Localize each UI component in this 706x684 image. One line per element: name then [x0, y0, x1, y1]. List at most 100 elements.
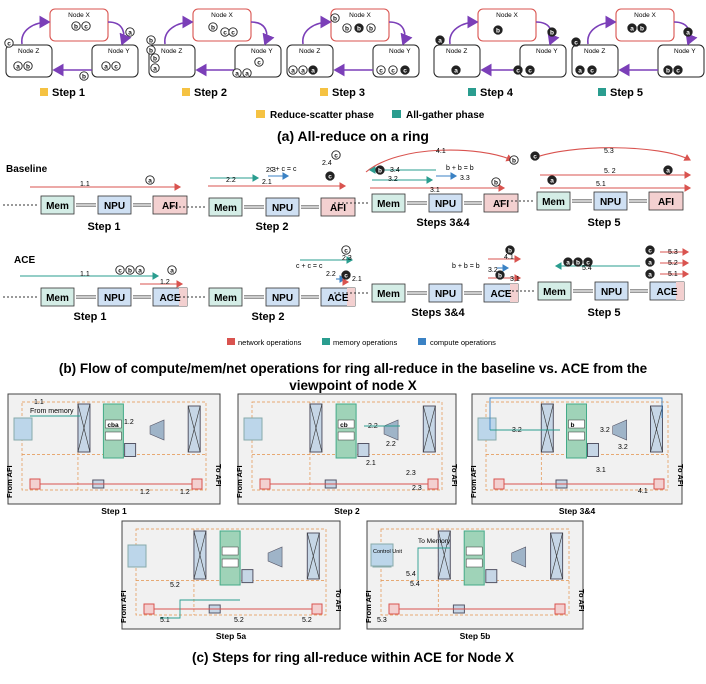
- afi-in-port: [259, 478, 271, 490]
- alu-block: [267, 546, 283, 568]
- expr-label: c + c = c: [270, 166, 297, 173]
- chunk-label: a: [104, 63, 108, 70]
- step-label-1: Step 1: [52, 87, 85, 99]
- ace-step-label: Step 1: [73, 311, 106, 323]
- npu-block: [594, 281, 629, 301]
- chunk-chip: [208, 22, 218, 32]
- ace-block-afi-part: [510, 284, 518, 302]
- op-label: 2.1: [352, 276, 362, 283]
- expr-label: b + b = b: [452, 263, 480, 270]
- chunk-chip: [571, 37, 581, 47]
- chunk-label: a: [578, 67, 582, 74]
- op-label: 3.2: [388, 176, 398, 183]
- from-afi-label: From AFI: [469, 465, 478, 498]
- chunk-chip: [513, 65, 523, 75]
- afi-out-port: [554, 603, 566, 615]
- chunk-label: c: [590, 67, 594, 74]
- ace-label: ACE: [14, 255, 35, 266]
- chunk-chip: [683, 27, 693, 37]
- mem-label: Mem: [377, 199, 400, 210]
- chunk-label: c: [84, 23, 88, 30]
- dashed-bus: [251, 401, 443, 491]
- buffer-slot: [105, 431, 122, 441]
- step-op-label: 2.2: [386, 441, 396, 448]
- control-unit-label: Control Unit: [373, 549, 403, 555]
- mem-label: Mem: [46, 201, 69, 212]
- chunk-label: b: [153, 55, 157, 62]
- mem-block: [371, 193, 406, 213]
- ring-arrow-xy: [250, 21, 275, 46]
- npu-block: [265, 287, 300, 307]
- caption-b-line2: viewpoint of node X: [289, 378, 417, 393]
- afi-in-port: [29, 478, 41, 490]
- chunk-chip: [308, 65, 318, 75]
- buffer-content: cb: [340, 422, 348, 429]
- chunk-label: a: [311, 67, 315, 74]
- buffer-slot: [568, 419, 585, 429]
- chunk-label: c: [231, 29, 235, 36]
- chunk-label: b: [149, 37, 153, 44]
- chunk-chip: [547, 27, 557, 37]
- chunk-chip: [366, 23, 376, 33]
- mem-label: Mem: [543, 287, 566, 298]
- panel-title: Step 5b: [460, 631, 491, 641]
- op-label: 5. 2: [604, 168, 616, 175]
- memory-port-block: [243, 417, 263, 441]
- chunk-chip: [341, 245, 351, 255]
- chunk-label: a: [235, 70, 239, 77]
- panel-title: Step 3&4: [559, 506, 596, 516]
- node-y-label: Node Y: [389, 48, 411, 55]
- reduce-scatter-legend: Reduce-scatter phase: [270, 110, 374, 121]
- switch-x: [650, 405, 663, 453]
- network-swatch: [227, 338, 235, 345]
- afi-out-port: [427, 478, 439, 490]
- npu-label: NPU: [272, 203, 293, 214]
- step-label-2: Step 2: [194, 87, 227, 99]
- chunk-chip: [663, 165, 673, 175]
- chunk-chip: [146, 35, 156, 45]
- alu-block: [149, 419, 165, 441]
- small-switch: [124, 443, 137, 457]
- buffer-slot: [221, 558, 239, 568]
- chunk-chip: [125, 265, 135, 275]
- mem-label: Mem: [214, 293, 237, 304]
- buffer-block: [102, 403, 124, 459]
- compute-path: [489, 397, 663, 430]
- step-op-label: 1.2: [140, 489, 150, 496]
- chunk-label: a: [148, 177, 152, 184]
- op-label: 5.4: [582, 265, 592, 272]
- op-label: 2.4: [322, 160, 332, 167]
- afi-block: [648, 191, 684, 211]
- chunk-chip: [101, 61, 111, 71]
- ace-step-label: Step 2: [251, 311, 284, 323]
- chunk-chip: [663, 65, 673, 75]
- node-z-box: [148, 44, 196, 78]
- chunk-chip: [341, 270, 351, 280]
- caption-b-line1: (b) Flow of compute/mem/net operations f…: [59, 361, 648, 376]
- chunk-label: b: [333, 15, 337, 22]
- step-op-label: 2.3: [406, 470, 416, 477]
- switch-x: [550, 532, 563, 580]
- chunk-chip: [115, 265, 125, 275]
- op-label: 5.3: [604, 148, 614, 155]
- mem-path: [160, 599, 240, 619]
- to-afi-label: To AFI: [676, 464, 685, 487]
- chunk-chip: [23, 61, 33, 71]
- chunk-label: c: [257, 59, 261, 66]
- buffer-slot: [105, 419, 122, 429]
- mem-label: Mem: [214, 203, 237, 214]
- chunk-label: c: [328, 173, 332, 180]
- switch-x: [423, 405, 436, 453]
- small-switch: [241, 569, 254, 584]
- baseline-step-label: Step 1: [87, 221, 120, 233]
- op-label: 3.1: [510, 276, 520, 283]
- caption-c: (c) Steps for ring all-reduce within ACE…: [192, 650, 514, 665]
